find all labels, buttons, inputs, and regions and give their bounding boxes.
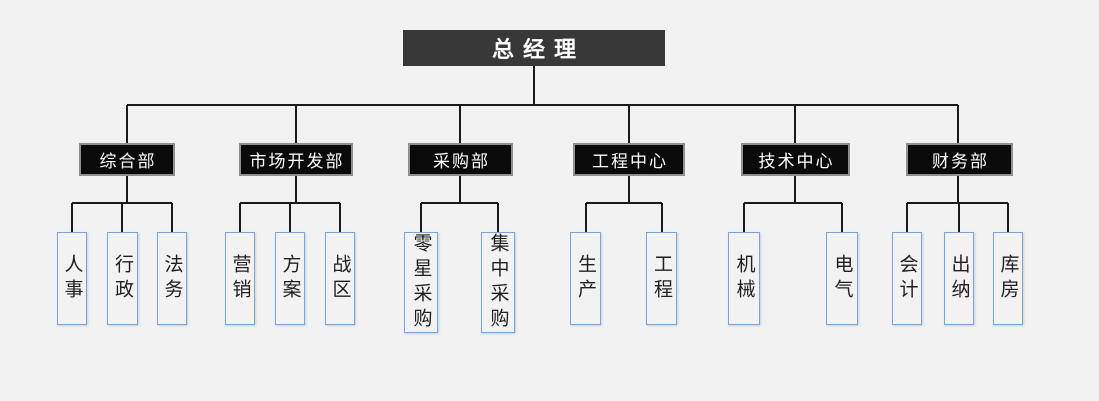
node-sporadic-purchasing: 零星采购 (404, 232, 438, 333)
node-accounting: 会计 (892, 232, 922, 325)
node-general-manager: 总经理 (403, 30, 665, 66)
node-marketing: 营销 (225, 232, 255, 325)
node-mechanical: 机械 (728, 232, 760, 325)
node-market-development-dept: 市场开发部 (239, 143, 353, 176)
node-solutions: 方案 (275, 232, 305, 325)
node-administration: 行政 (107, 232, 138, 325)
node-general-affairs-dept: 综合部 (79, 143, 175, 176)
node-hr: 人事 (57, 232, 87, 325)
node-engineering: 工程 (646, 232, 677, 325)
node-technology-center: 技术中心 (741, 143, 850, 176)
node-electrical: 电气 (826, 232, 858, 325)
node-strategic-zone: 战区 (325, 232, 355, 325)
node-finance-dept: 财务部 (906, 143, 1013, 176)
node-engineering-center: 工程中心 (573, 143, 685, 176)
node-cashier: 出纳 (944, 232, 974, 325)
node-legal: 法务 (157, 232, 187, 325)
node-warehouse: 库房 (993, 232, 1023, 325)
node-purchasing-dept: 采购部 (408, 143, 513, 176)
node-production: 生产 (570, 232, 601, 325)
node-centralized-purchasing: 集中采购 (481, 232, 515, 333)
